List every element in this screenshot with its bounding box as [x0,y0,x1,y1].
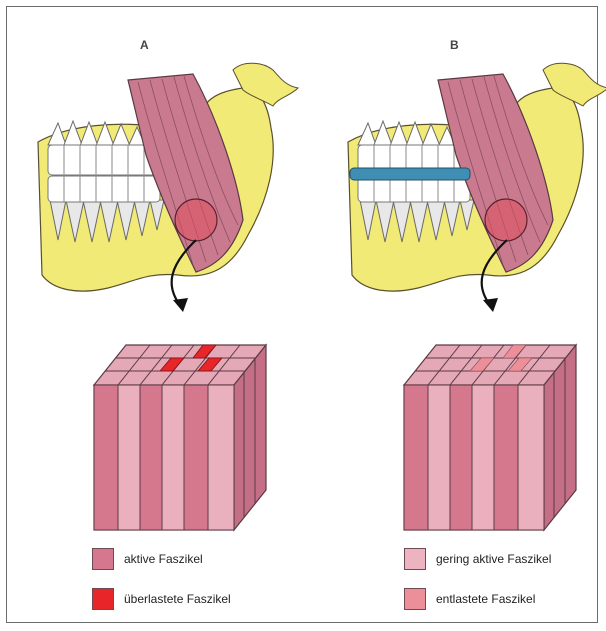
jaw-illustration-a [38,63,298,291]
legend-label: überlastete Faszikel [124,592,231,606]
legend-swatch [404,548,426,570]
legend-item-ueberlastet: überlastete Faszikel [92,588,231,610]
legend-item-entlastet: entlastete Faszikel [404,588,535,610]
fascicle-cube-a [94,345,266,530]
legend-label: entlastete Faszikel [436,592,535,606]
legend-label: aktive Faszikel [124,552,203,566]
legend-item-gering-aktiv: gering aktive Faszikel [404,548,551,570]
panel-label-b: B [450,38,459,52]
legend-swatch [404,588,426,610]
occlusal-splint [350,168,470,180]
jaw-illustration-b [348,63,606,291]
panel-label-a: A [140,38,149,52]
legend-swatch [92,548,114,570]
legend-swatch [92,588,114,610]
legend-item-aktive: aktive Faszikel [92,548,203,570]
legend-label: gering aktive Faszikel [436,552,551,566]
fascicle-cube-b [404,345,576,530]
